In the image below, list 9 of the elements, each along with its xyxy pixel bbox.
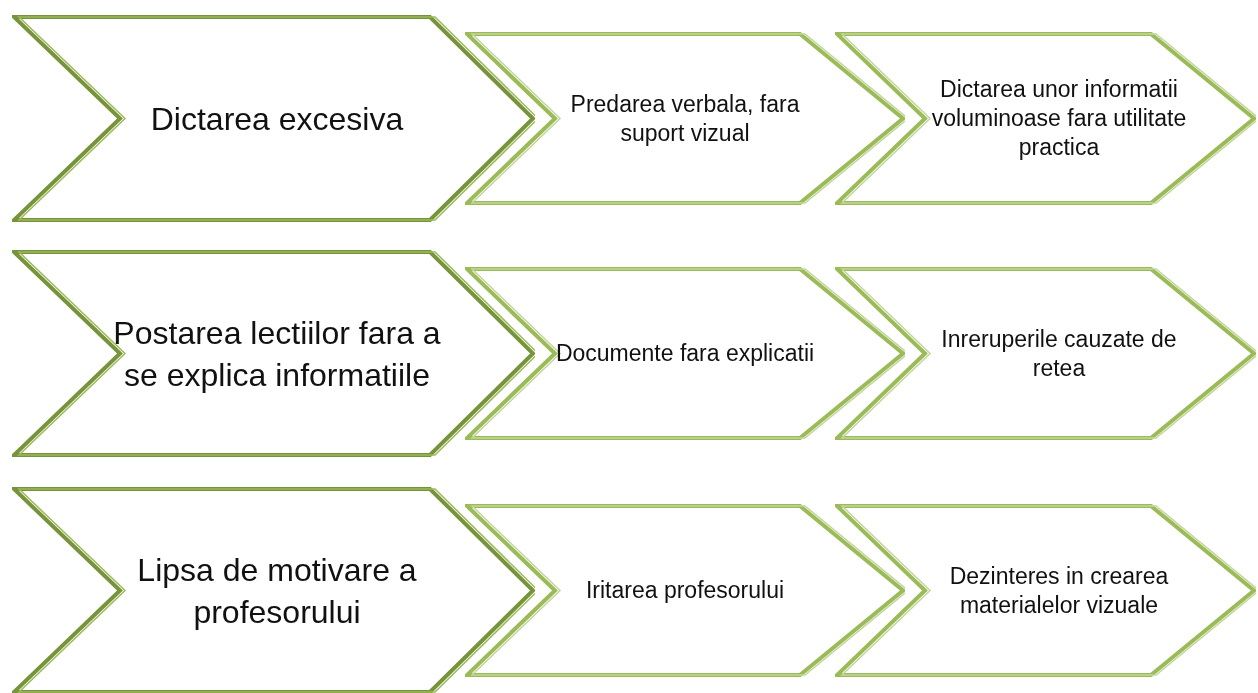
chevron-text: Postarea lectiilor fara a se explica informatiile <box>112 313 442 395</box>
chevron-text: Documente fara explicatii <box>555 339 815 368</box>
chevron-text: Dictarea excesiva <box>150 99 404 139</box>
chevron-text: Lipsa de motivare a profesorului <box>136 550 418 632</box>
chevron-text: Inreruperile cauzate de retea <box>940 324 1178 383</box>
chevron-text: Dictarea unor informatii voluminoase fara utilitate practica <box>930 75 1188 162</box>
chevron-text: Dezinteres in crearea materialelor vizuale <box>948 561 1170 620</box>
chevron-text: Predarea verbala, fara suport vizual <box>569 89 801 148</box>
chevron-text: Iritarea profesorului <box>585 576 785 605</box>
